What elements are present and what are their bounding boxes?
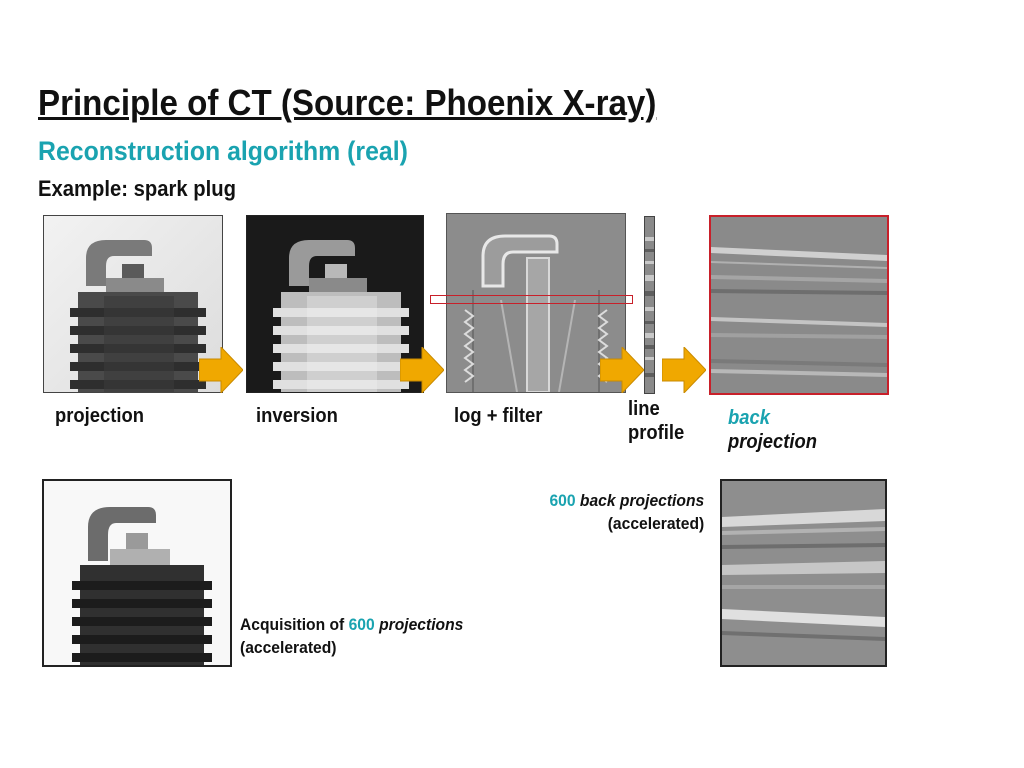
back-projection-image [709,215,889,395]
slide-subtitle: Reconstruction algorithm (real) [38,136,408,166]
backprojections-image [720,479,887,667]
step-label-back-projection: back projection [728,407,817,453]
arrow-right-icon [661,345,707,395]
arrow-right-icon [599,345,645,395]
step-label-line-profile: line profile [628,398,685,444]
step-label-projection: projection [55,405,144,427]
slide-title: Principle of CT (Source: Phoenix X-ray) [38,82,657,123]
line-profile-strip [644,216,655,394]
example-heading: Example: spark plug [38,176,236,201]
step-label-log-filter: log + filter [454,405,543,427]
backprojections-caption: 600 back projections (accelerated) [549,491,704,533]
inversion-image [246,215,424,393]
projection-image [43,215,223,393]
acquisition-image [42,479,232,667]
arrow-right-icon [198,345,244,395]
acquisition-caption: Acquisition of 600 projections (accelera… [240,615,464,657]
arrow-right-icon [399,345,445,395]
step-label-inversion: inversion [256,405,338,427]
profile-line-highlight [430,295,633,304]
